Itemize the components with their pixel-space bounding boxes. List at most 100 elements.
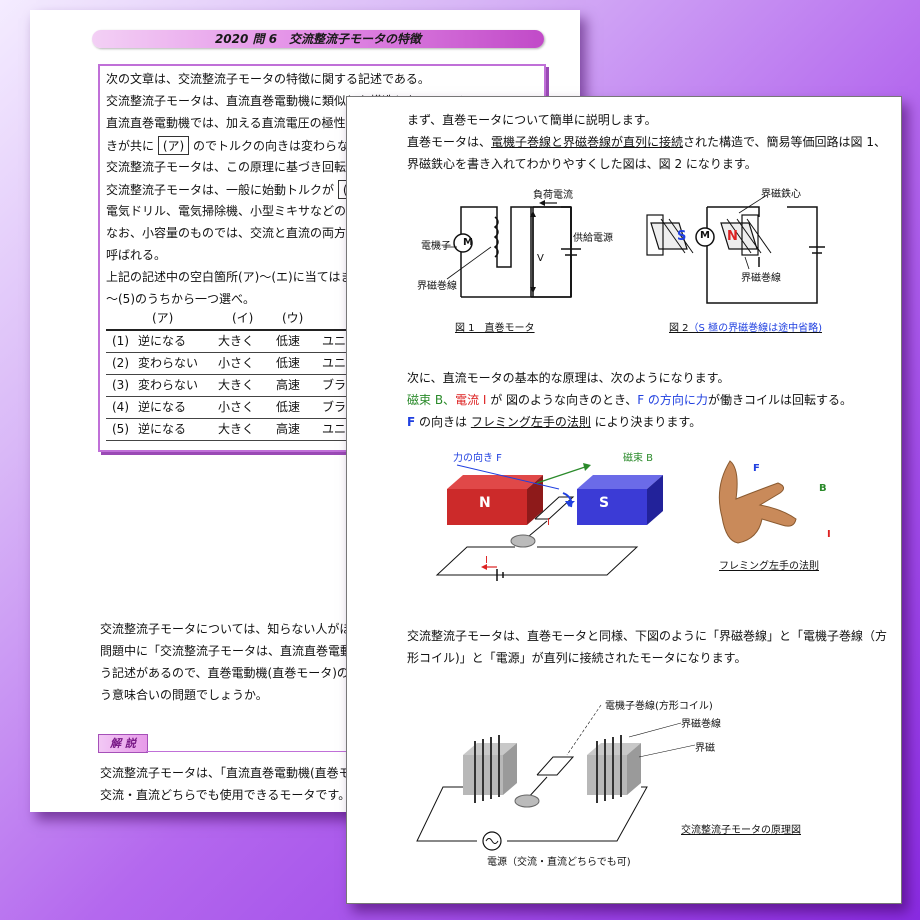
s-magnet-label: S [599, 495, 610, 511]
s-pole-label: S [677, 229, 687, 244]
f-symbol: F [407, 415, 416, 429]
field-label: 界磁 [695, 743, 715, 754]
cell-u: 低速 [276, 400, 301, 414]
question-line: 交流整流子モータは、この原理に基づき回転力 [106, 160, 359, 174]
header-a: (ア) [152, 311, 174, 325]
cell-u: 高速 [276, 378, 301, 392]
question-line: 次の文章は、交流整流子モータの特徴に関する記述である。 [106, 72, 430, 86]
flux-label: 磁束 B [623, 453, 654, 464]
table-row: (5) 逆になる 大きく 高速 ユニ [106, 419, 536, 441]
table-row: (2) 変わらない 小さく 低速 ユニ [106, 353, 536, 375]
header-u: (ウ) [282, 311, 304, 325]
row-number: (4) [112, 400, 129, 414]
force-line: F の向きは フレミング左手の法則 により決まります。 [407, 413, 701, 430]
table-header: (ア) (イ) (ウ) [106, 308, 536, 331]
question-text: きが共に [106, 139, 155, 153]
flemings-rule: フレミング左手の法則 [470, 415, 591, 429]
cell-a: 変わらない [138, 378, 199, 392]
table-row: (4) 逆になる 小さく 低速 ブラ [106, 397, 536, 419]
paragraph-line: 問題中に「交流整流子モータは、直流直巻電動 [100, 644, 353, 658]
n-pole-label: N [727, 229, 738, 244]
cell-e: ユニ [322, 422, 347, 436]
paragraph-line: う意味合いの問題でしょうか。 [100, 688, 268, 702]
fig1-circuit [443, 200, 581, 298]
principle-line: 磁束 B、電流 I が 図のような向きのとき、F の方向に力が働きコイルは回転す… [407, 391, 852, 408]
cell-u: 低速 [276, 356, 301, 370]
paragraph-line: う記述があるので、直巻電動機(直巻モータ)の構 [100, 666, 361, 680]
intro-line: まず、直巻モータについて簡単に説明します。 [407, 113, 657, 127]
table-row: (1) 逆になる 大きく 低速 ユニ [106, 331, 536, 353]
kaisetsu-label: 解 説 [98, 734, 148, 753]
cell-e: ブラ [322, 378, 347, 392]
force-text: F の方向に力 [637, 393, 708, 407]
power-source-label: 電源（交流・直流どちらでも可) [487, 857, 631, 868]
divider [146, 751, 382, 752]
explanation-line: 交流整流子モータは、「直流直巻電動機(直巻モー [100, 766, 363, 780]
header-i: (イ) [232, 311, 254, 325]
cell-a: 逆になる [138, 334, 187, 348]
row-number: (5) [112, 422, 129, 436]
caption-text: 図 2 [669, 323, 689, 334]
row-number: (1) [112, 334, 129, 348]
m2-label: M [700, 230, 710, 241]
fig2-caption: 図 2（S 極の界磁巻線は途中省略) [669, 319, 822, 334]
page-title: 2020 問 6 交流整流子モータの特徴 [92, 30, 544, 48]
explanation-line: 交流・直流どちらでも使用できるモータです。 [100, 788, 351, 802]
text-span: により決まります。 [590, 415, 702, 429]
text-span: された構造で、簡易等価回路は図 1、 [683, 135, 887, 149]
front-page: まず、直巻モータについて簡単に説明します。 直巻モータは、電機子巻線と界磁巻線が… [346, 96, 902, 904]
ac-line: 形コイル)」と「電源」が直列に接続されたモータになります。 [407, 651, 747, 665]
n-magnet-label: N [479, 495, 491, 511]
question-line: きが共に (ア) のでトルクの向きは変わらな [106, 136, 349, 155]
load-current-label: 負荷電流 [533, 190, 573, 201]
force-direction-label: 力の向き F [453, 453, 502, 464]
field-winding-label: 界磁巻線 [417, 281, 457, 292]
cell-i: 大きく [218, 334, 255, 348]
cell-i: 大きく [218, 422, 255, 436]
question-line: 直流直巻電動機では、加える直流電圧の極性を [106, 116, 358, 130]
text-line: 界磁鉄心を書き入れてわかりやすくした図は、図 2 になります。 [407, 157, 757, 171]
question-text: 交流整流子モータは、一般に始動トルクが [106, 183, 335, 197]
armature-winding-label: 電機子巻線(方形コイル) [605, 701, 713, 712]
field-winding-label-2: 界磁巻線 [741, 273, 781, 284]
hand-caption: フレミング左手の法則 [719, 561, 819, 572]
cell-e: ユニ [322, 356, 347, 370]
hand-b-label: B [819, 483, 827, 494]
voltage-label: V [537, 253, 544, 264]
question-line: なお、小容量のものでは、交流と直流の両方に [106, 226, 359, 240]
cell-i: 小さく [218, 400, 255, 414]
current-text: 電流 I [455, 393, 487, 407]
current-label: I [547, 517, 550, 528]
cell-u: 高速 [276, 422, 301, 436]
answer-table: (ア) (イ) (ウ) (1) 逆になる 大きく 低速 ユニ (2) 変わらない… [106, 308, 536, 441]
fig4-diagram [416, 704, 696, 851]
cell-a: 逆になる [138, 400, 187, 414]
question-line: 上記の記述中の空白箇所(ア)～(エ)に当てはまる [106, 270, 365, 284]
cell-a: 変わらない [138, 356, 199, 370]
hand-f-label: F [753, 463, 760, 474]
principle-intro: 次に、直流モータの基本的な原理は、次のようになります。 [407, 371, 730, 385]
core-label: 界磁鉄心 [761, 189, 801, 200]
text-line: 直巻モータは、電機子巻線と界磁巻線が直列に接続された構造で、簡易等価回路は図 1… [407, 133, 886, 150]
flux-text: 磁束 B、 [407, 393, 456, 407]
table-row: (3) 変わらない 大きく 高速 ブラ [106, 375, 536, 397]
cell-e: ユニ [322, 334, 347, 348]
question-line: 交流整流子モータは、一般に始動トルクが (イ [106, 180, 365, 199]
question-text: のでトルクの向きは変わらな [193, 139, 350, 153]
m-label: M [463, 237, 473, 248]
row-number: (3) [112, 378, 129, 392]
supply-label: 供給電源 [573, 233, 613, 244]
text-span: が働きコイルは回転する。 [707, 393, 852, 407]
hand-i-label: I [827, 529, 831, 540]
hand-illustration [718, 460, 797, 544]
text-span: の向きは [415, 415, 471, 429]
question-line: 電気ドリル、電気掃除機、小型ミキサなどのモ [106, 204, 359, 218]
cell-u: 低速 [276, 334, 301, 348]
question-line: ～(5)のうちから一つ選べ。 [106, 292, 255, 306]
current-label-2: I [485, 555, 488, 566]
blank-a: (ア) [157, 136, 190, 155]
fig2-diagram [646, 194, 825, 304]
text-span: が 図のような向きのとき、 [486, 393, 638, 407]
fig1-caption: 図 1 直巻モータ [455, 323, 535, 334]
caption-note: （S 極の界磁巻線は途中省略) [688, 323, 822, 334]
